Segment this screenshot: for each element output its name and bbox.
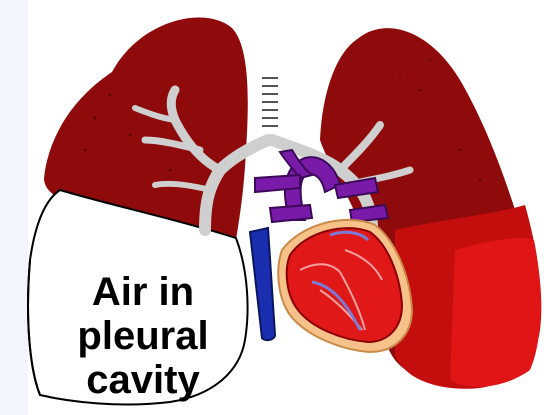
label-line-1: Air in [58, 270, 228, 314]
right-lung-base [450, 238, 541, 387]
air-in-pleural-cavity-label: Air in pleural cavity [58, 270, 228, 402]
vena-cava [250, 228, 275, 340]
label-line-2: pleural [58, 314, 228, 358]
label-line-3: cavity [58, 358, 228, 402]
background-watermark [0, 0, 28, 415]
